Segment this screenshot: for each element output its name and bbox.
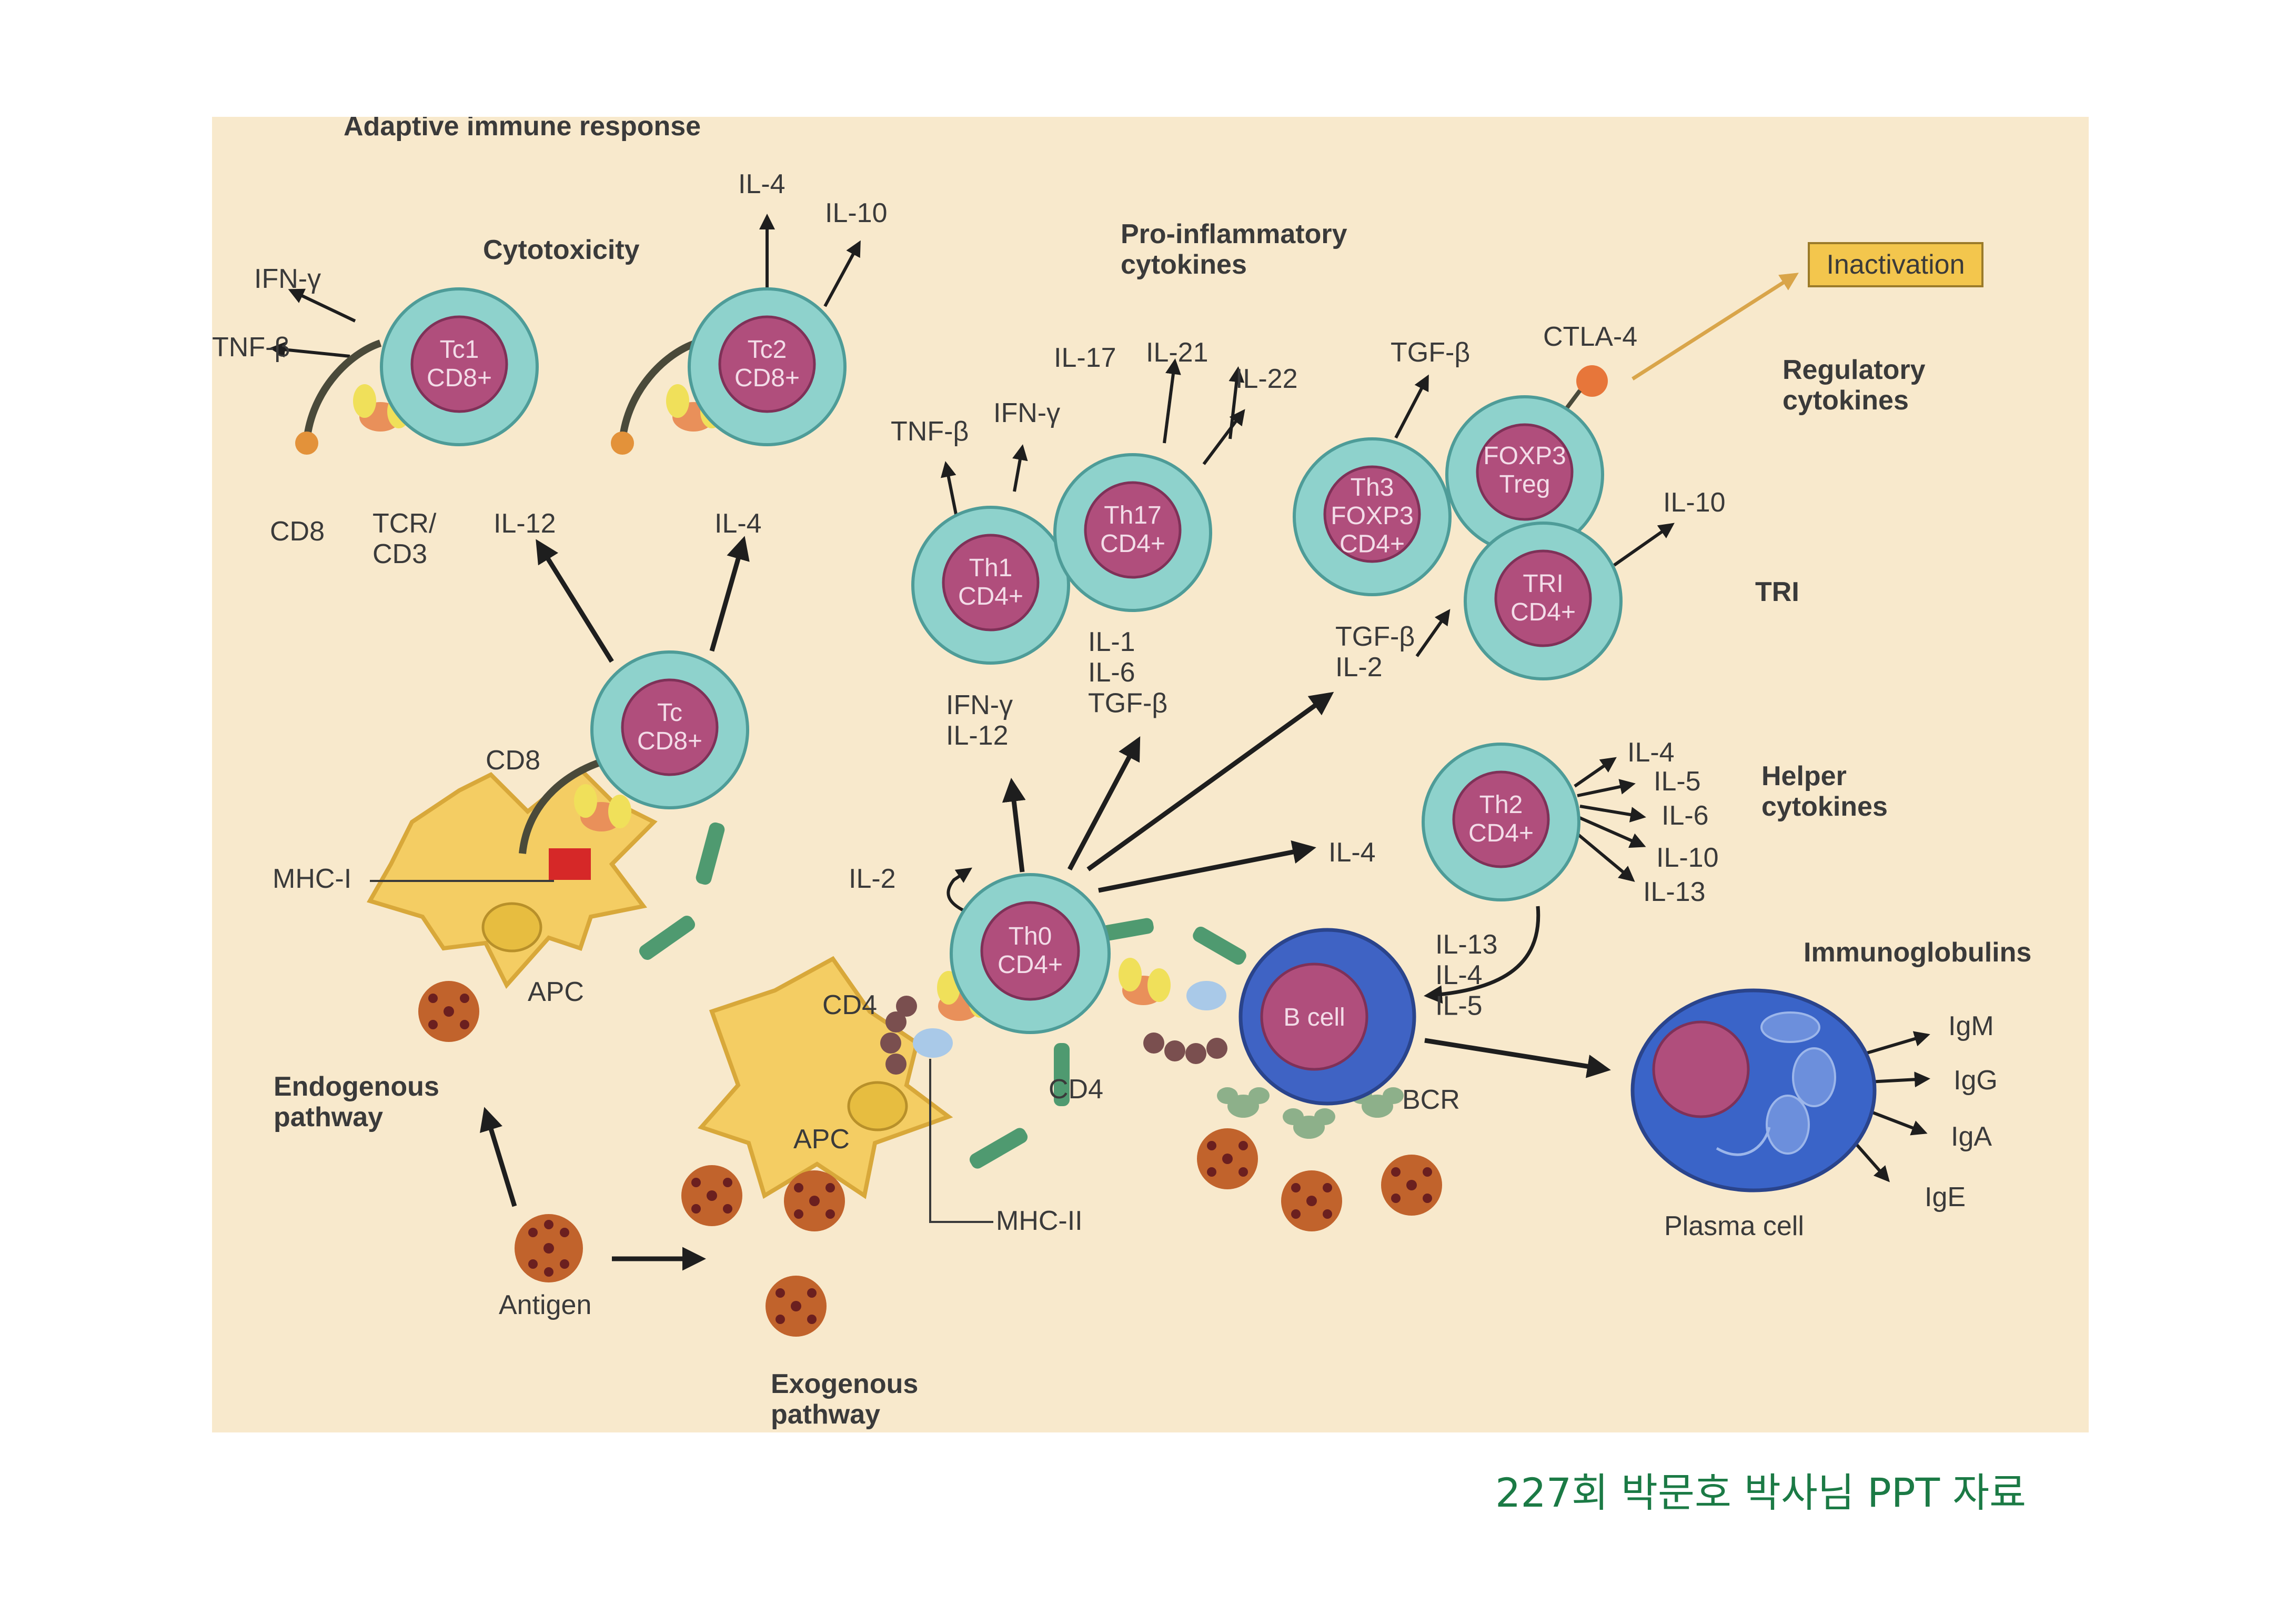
immunoglobulins-header: Immunoglobulins xyxy=(1804,937,2031,968)
th3-tgf-b: TGF-β xyxy=(1391,337,1470,368)
mhc2-leader xyxy=(929,1059,993,1223)
igg-label: IgG xyxy=(1953,1065,1998,1096)
th2-il13: IL-13 xyxy=(1643,877,1706,907)
th17-il22: IL-22 xyxy=(1235,364,1298,394)
cd4-label-apc: CD4 xyxy=(822,990,877,1020)
th17-il21: IL-21 xyxy=(1146,337,1209,368)
antigen-dots xyxy=(428,994,1432,1324)
antigen-label: Antigen xyxy=(499,1290,591,1320)
mhc2-label: MHC-II xyxy=(996,1206,1083,1236)
plasma-cell xyxy=(1630,988,1877,1192)
th2-il4-in: IL-4 xyxy=(1328,837,1376,868)
cd4-label-b: CD4 xyxy=(1049,1074,1103,1105)
tc2-il10: IL-10 xyxy=(825,198,888,228)
th1-ifn-g: IFN-γ xyxy=(993,398,1060,428)
plasma-cell-label: Plasma cell xyxy=(1664,1211,1804,1241)
apc-nucleus-2 xyxy=(847,1081,908,1131)
th2-il10: IL-10 xyxy=(1656,843,1719,873)
cd8-label: CD8 xyxy=(270,516,325,547)
ctla4-label: CTLA-4 xyxy=(1543,322,1637,352)
bcr-label: BCR xyxy=(1402,1085,1460,1115)
th2-il5: IL-5 xyxy=(1654,766,1701,797)
ige-label: IgE xyxy=(1925,1182,1966,1212)
arrows xyxy=(269,214,1930,1271)
th17-il17: IL-17 xyxy=(1054,343,1116,373)
inactivation-label: Inactivation xyxy=(1826,249,1965,280)
tri-header: TRI xyxy=(1755,577,1799,607)
apc-exogenous xyxy=(698,956,953,1199)
tcr-cd3-label: TCR/CD3 xyxy=(372,508,437,569)
diagram-title: Adaptive immune response xyxy=(344,117,701,142)
inactivation-arrow xyxy=(1632,273,1799,380)
tc2-il4: IL-4 xyxy=(738,169,786,199)
tri-il10: IL-10 xyxy=(1663,487,1726,518)
th2-il4: IL-4 xyxy=(1627,737,1675,768)
th1-tnf-b: TNF-β xyxy=(891,416,969,447)
cytotoxicity-header: Cytotoxicity xyxy=(483,235,640,265)
immune-response-diagram: Adaptive immune response Cytotoxicity Pr… xyxy=(212,117,2031,1430)
tc1-tnf-b: TNF-β xyxy=(212,332,290,363)
b-cell: B cell xyxy=(1238,928,1416,1106)
il4-label-tc2: IL-4 xyxy=(714,508,762,539)
iga-label: IgA xyxy=(1951,1121,1992,1152)
cd8-label-tc: CD8 xyxy=(486,745,540,776)
igm-label: IgM xyxy=(1948,1011,1994,1041)
il2-label: IL-2 xyxy=(849,864,896,894)
apc-nucleus xyxy=(481,902,542,953)
footer-caption: 227회 박문호 박사님 PPT 자료 xyxy=(1495,1469,2027,1516)
apc-label: APC xyxy=(528,977,584,1007)
b-cell-label: B cell xyxy=(1283,1004,1345,1031)
tc1-ifn-g: IFN-γ xyxy=(254,264,321,294)
apc-label-2: APC xyxy=(793,1124,850,1155)
th2-il6: IL-6 xyxy=(1661,800,1709,831)
il12-label: IL-12 xyxy=(494,508,556,539)
mhc1-label: MHC-I xyxy=(273,864,351,894)
inactivation-box xyxy=(1808,242,1983,287)
